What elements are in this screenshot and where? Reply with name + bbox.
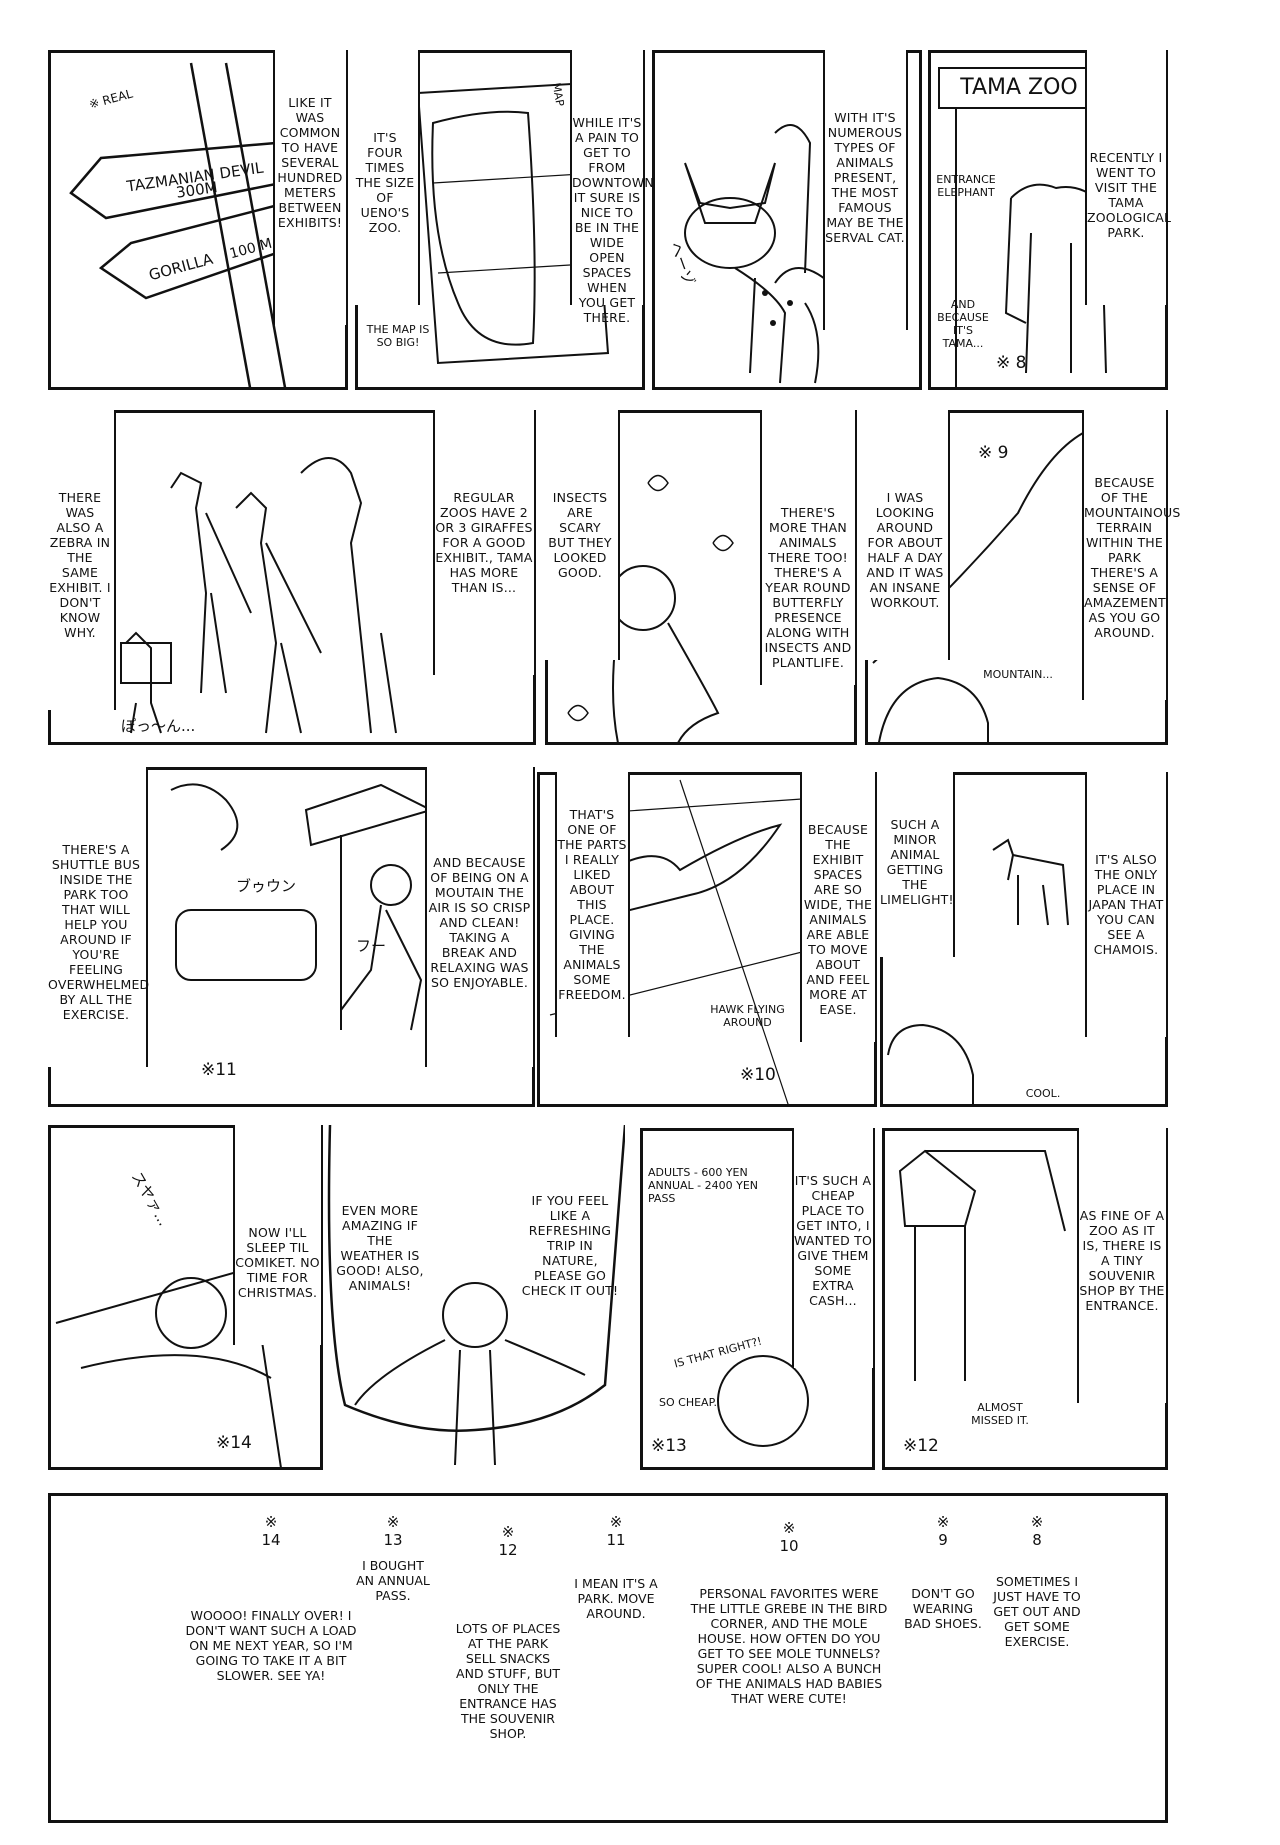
caption-four-times: IT'S FOUR TIMES THE SIZE OF UENO'S ZOO. [355,130,415,235]
note-number-9: 9 [938,1531,948,1549]
caption-strip-10: I WAS LOOKING AROUND FOR ABOUT HALF A DA… [865,410,950,660]
cool-note: COOL. [1025,1087,1061,1100]
note-text-12: LOTS OF PLACES AT THE PARK SELL SNACKS A… [455,1621,561,1741]
panel-notes: ※ 14 WOOOO! FINALLY OVER! I DON'T WANT S… [48,1493,1168,1823]
caption-extra-cash: IT'S SUCH A CHEAP PLACE TO GET INTO, I W… [794,1173,872,1308]
shop-drawing [898,1149,1066,1381]
note-symbol-13: ※ [386,1513,400,1531]
note-symbol-12: ※ [501,1523,515,1541]
so-cheap-note: SO CHEAP. [659,1396,717,1409]
caption-strip-15: BECAUSE THE EXHIBIT SPACES ARE SO WIDE, … [800,772,877,1042]
caption-check-it-out: IF YOU FEEL LIKE A REFRESHING TRIP IN NA… [521,1193,619,1298]
note-number-12: 12 [498,1541,518,1559]
caption-souvenir: AS FINE OF A ZOO AS IT IS, THERE IS A TI… [1079,1208,1165,1313]
note-symbol-10: ※ [782,1519,796,1537]
tama-zoo-sign: TAMA ZOO [960,75,1078,100]
caption-strip-4: WITH IT'S NUMEROUS TYPES OF ANIMALS PRES… [823,50,908,330]
caption-strip-5: RECENTLY I WENT TO VISIT THE TAMA ZOOLOG… [1085,50,1172,305]
caption-strip-16: SUCH A MINOR ANIMAL GETTING THE LIMELIGH… [880,772,955,957]
caption-downtown: WHILE IT'S A PAIN TO GET TO FROM DOWNTOW… [572,115,654,325]
bus-sfx: ブゥウン [236,877,297,895]
caption-strip-8: INSECTS ARE SCARY BUT THEY LOOKED GOOD. [545,410,620,660]
because-tama-note: AND BECAUSE IT'S TAMA... [937,298,989,350]
almost-missed-note: ALMOST MISSED IT. [971,1401,1029,1427]
caption-exhibits: LIKE IT WAS COMMON TO HAVE SEVERAL HUNDR… [277,95,343,230]
caption-shuttle: THERE'S A SHUTTLE BUS INSIDE THE PARK TO… [48,842,150,1022]
note-symbol-8: ※ [1030,1513,1044,1531]
caption-strip-17: IT'S ALSO THE ONLY PLACE IN JAPAN THAT Y… [1085,772,1168,1037]
elephant-drawing [938,67,1107,387]
note-symbol-11: ※ [609,1513,623,1531]
hawk-note: HAWK FLYING AROUND [710,1003,785,1029]
caption-wide-spaces: BECAUSE THE EXHIBIT SPACES ARE SO WIDE, … [803,822,873,1017]
waving-drawing [327,1125,625,1466]
note-text-9: DON'T GO WEARING BAD SHOES. [904,1586,982,1631]
caption-insects: INSECTS ARE SCARY BUT THEY LOOKED GOOD. [548,490,612,580]
giraffes-drawing [120,457,397,734]
caption-strip-11: BECAUSE OF THE MOUNTAINOUS TERRAIN WITHI… [1082,410,1181,700]
caption-strip-19: IT'S SUCH A CHEAP PLACE TO GET INTO, I W… [792,1128,875,1368]
note-mark-8: ※ 8 [996,353,1027,373]
note-number-13: 13 [383,1531,403,1549]
note-number-10: 10 [779,1537,799,1555]
caption-comiket: NOW I'LL SLEEP TIL COMIKET. NO TIME FOR … [235,1225,320,1300]
price-list: ADULTS - 600 YEN ANNUAL - 2400 YEN PASS [648,1166,759,1205]
chamois-drawing [887,838,1069,1104]
note-text-11: I MEAN IT'S A PARK. MOVE AROUND. [574,1576,658,1621]
caption-strip-13: AND BECAUSE OF BEING ON A MOUTAIN THE AI… [425,767,535,1067]
caption-mountainous: BECAUSE OF THE MOUNTAINOUS TERRAIN WITHI… [1084,475,1181,640]
caption-strip-6: THERE WAS ALSO A ZEBRA IN THE SAME EXHIB… [48,410,116,710]
caption-freedom: THAT'S ONE OF THE PARTS I REALLY LIKED A… [557,807,627,1002]
caption-recently: RECENTLY I WENT TO VISIT THE TAMA ZOOLOG… [1087,150,1172,240]
caption-crisp-air: AND BECAUSE OF BEING ON A MOUTAIN THE AI… [428,855,531,990]
note-mark-12: ※12 [903,1436,939,1456]
breath-sfx: フー [356,937,387,955]
caption-strip-12: THERE'S A SHUTTLE BUS INSIDE THE PARK TO… [48,767,150,1067]
note-mark-9: ※ 9 [978,443,1009,463]
mountain-note: MOUNTAIN... [983,668,1053,681]
note-text-10: PERSONAL FAVORITES WERE THE LITTLE GREBE… [690,1586,888,1706]
caption-butterflies: THERE'S MORE THAN ANIMALS THERE TOO! THE… [764,505,852,670]
caption-strip-1: LIKE IT WAS COMMON TO HAVE SEVERAL HUNDR… [273,50,348,325]
caption-strip-7: REGULAR ZOOS HAVE 2 OR 3 GIRAFFES FOR A … [433,410,536,675]
caption-strip-9: THERE'S MORE THAN ANIMALS THERE TOO! THE… [760,410,857,685]
note-symbol-9: ※ [936,1513,950,1531]
caption-amazing-weather: EVEN MORE AMAZING IF THE WEATHER IS GOOD… [336,1203,424,1293]
caption-chamois: IT'S ALSO THE ONLY PLACE IN JAPAN THAT Y… [1088,852,1164,957]
entrance-elephant-label: ENTRANCE ELEPHANT [936,173,996,199]
note-text-8: SOMETIMES I JUST HAVE TO GET OUT AND GET… [993,1574,1081,1649]
caption-strip-3: WHILE IT'S A PAIN TO GET TO FROM DOWNTOW… [570,50,654,325]
caption-serval: WITH IT'S NUMEROUS TYPES OF ANIMALS PRES… [825,110,905,245]
caption-minor-animal: SUCH A MINOR ANIMAL GETTING THE LIMELIGH… [880,817,954,907]
map-small-note: THE MAP IS SO BIG! [366,323,430,349]
note-text-13: I BOUGHT AN ANNUAL PASS. [356,1558,430,1603]
caption-giraffes: REGULAR ZOOS HAVE 2 OR 3 GIRAFFES FOR A … [435,490,533,595]
caption-strip-14: THAT'S ONE OF THE PARTS I REALLY LIKED A… [555,772,630,1037]
caption-strip-2: IT'S FOUR TIMES THE SIZE OF UENO'S ZOO. [355,50,420,305]
caption-workout: I WAS LOOKING AROUND FOR ABOUT HALF A DA… [866,490,944,610]
note-symbol-14: ※ [264,1513,278,1531]
note-mark-11: ※11 [201,1060,237,1080]
prices-drawing [717,1355,809,1447]
note-number-11: 11 [606,1531,626,1549]
giraffe-sfx: ぽっ〜ん... [121,717,196,735]
note-number-8: 8 [1032,1531,1042,1549]
note-text-14: WOOOO! FINALLY OVER! I DON'T WANT SUCH A… [185,1608,357,1683]
note-mark-14: ※14 [216,1433,252,1453]
caption-zebra: THERE WAS ALSO A ZEBRA IN THE SAME EXHIB… [49,490,111,640]
note-mark-10: ※10 [740,1065,776,1085]
panel-check-it-out: EVEN MORE AMAZING IF THE WEATHER IS GOOD… [325,1125,625,1470]
note-mark-13: ※13 [651,1436,687,1456]
note-number-14: 14 [261,1531,281,1549]
caption-strip-20: AS FINE OF A ZOO AS IT IS, THERE IS A TI… [1077,1128,1168,1403]
caption-strip-18: NOW I'LL SLEEP TIL COMIKET. NO TIME FOR … [233,1125,323,1345]
